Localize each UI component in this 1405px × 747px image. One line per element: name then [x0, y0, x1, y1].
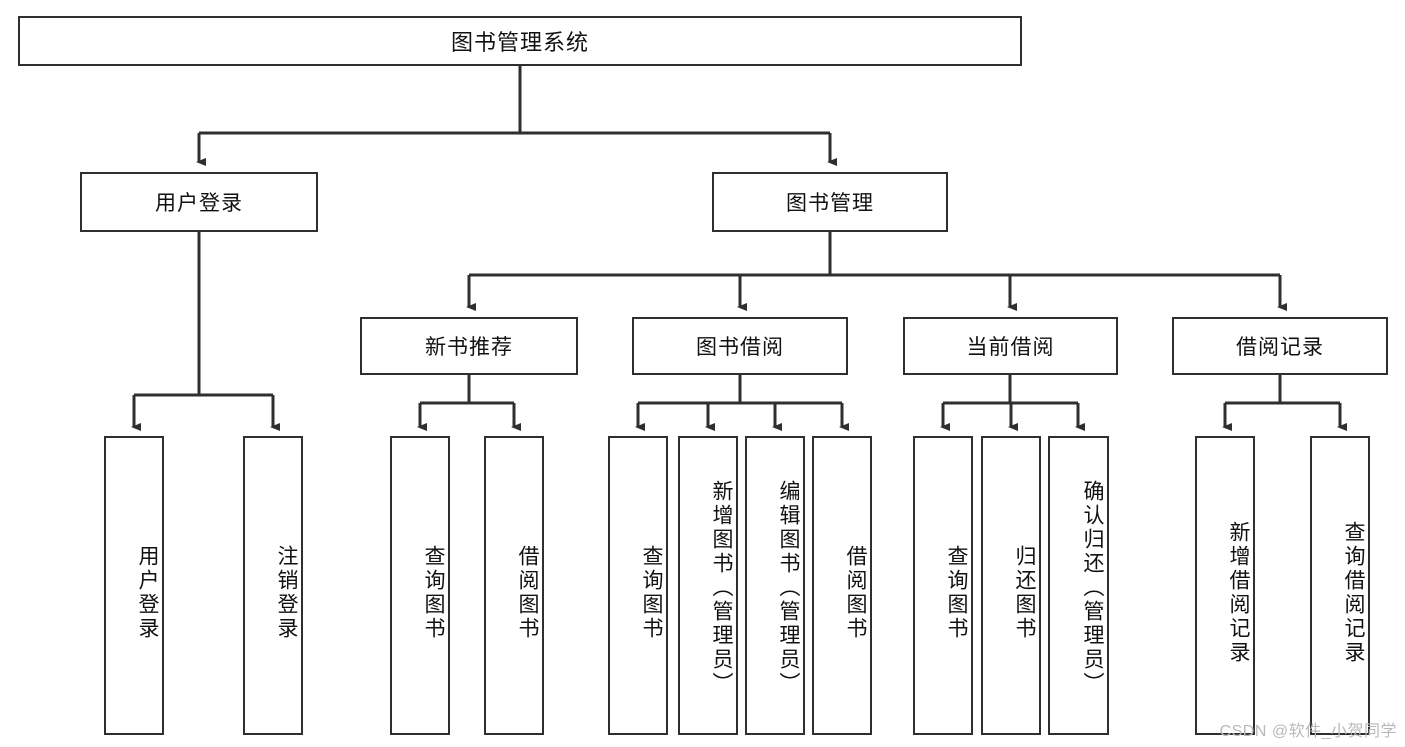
leaf-node-label: 借阅图书: [844, 544, 867, 641]
node-current-borrow[interactable]: 当前借阅: [903, 317, 1118, 375]
node-book-borrow-label: 图书借阅: [696, 336, 784, 359]
leaf-node[interactable]: 查询图书: [913, 436, 973, 735]
leaf-node[interactable]: 新增图书（管理员）: [678, 436, 738, 735]
node-borrow-record-label: 借阅记录: [1236, 336, 1324, 359]
leaf-node[interactable]: 查询图书: [608, 436, 668, 735]
node-book-management-label: 图书管理: [786, 192, 874, 215]
leaf-node-label: 归还图书: [1013, 544, 1036, 641]
leaf-node-label: 查询图书: [422, 544, 445, 641]
leaf-node-label: 编辑图书（管理员）: [777, 479, 800, 696]
leaf-node-label: 注销登录: [275, 544, 298, 641]
leaf-node-label: 新增图书（管理员）: [710, 479, 733, 696]
leaf-node[interactable]: 注销登录: [243, 436, 303, 735]
leaf-node[interactable]: 编辑图书（管理员）: [745, 436, 805, 735]
leaf-node[interactable]: 借阅图书: [484, 436, 544, 735]
leaf-node[interactable]: 查询借阅记录: [1310, 436, 1370, 735]
leaf-node[interactable]: 用户登录: [104, 436, 164, 735]
node-current-borrow-label: 当前借阅: [966, 336, 1055, 359]
leaf-node-label: 借阅图书: [516, 544, 539, 641]
node-borrow-record[interactable]: 借阅记录: [1172, 317, 1388, 375]
leaf-node[interactable]: 新增借阅记录: [1195, 436, 1255, 735]
node-user-login-label: 用户登录: [155, 192, 243, 215]
watermark-text: CSDN @软件_小贺同学: [1219, 723, 1397, 740]
leaf-node-label: 新增借阅记录: [1227, 520, 1250, 665]
leaf-node-label: 查询图书: [945, 544, 968, 641]
node-book-management[interactable]: 图书管理: [712, 172, 948, 232]
leaf-node-label: 确认归还（管理员）: [1081, 479, 1104, 696]
node-new-book-recommend-label: 新书推荐: [425, 336, 513, 359]
leaf-node[interactable]: 查询图书: [390, 436, 450, 735]
leaf-node[interactable]: 确认归还（管理员）: [1048, 436, 1109, 735]
root-node-label: 图书管理系统: [450, 30, 589, 55]
node-user-login[interactable]: 用户登录: [80, 172, 318, 232]
node-new-book-recommend[interactable]: 新书推荐: [360, 317, 578, 375]
leaf-node-label: 查询图书: [640, 544, 663, 641]
node-book-borrow[interactable]: 图书借阅: [632, 317, 848, 375]
leaf-node[interactable]: 借阅图书: [812, 436, 872, 735]
root-node-library-management-system[interactable]: 图书管理系统: [18, 16, 1022, 66]
leaf-node[interactable]: 归还图书: [981, 436, 1041, 735]
leaf-node-label: 用户登录: [136, 544, 159, 641]
leaf-node-label: 查询借阅记录: [1342, 520, 1365, 665]
